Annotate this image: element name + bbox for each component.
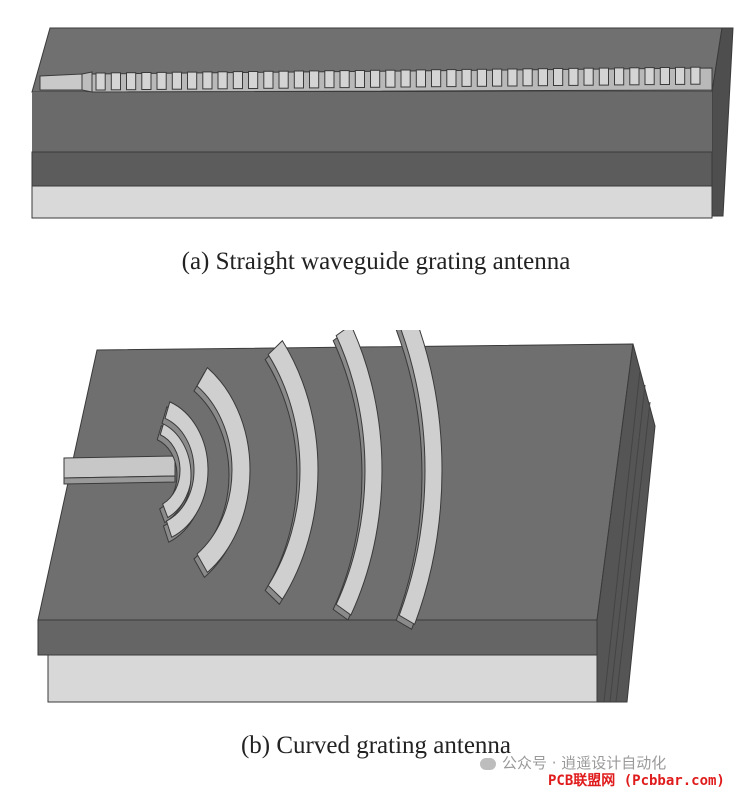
slab-right-face bbox=[711, 27, 734, 217]
grating-arc bbox=[164, 401, 209, 538]
grating-tooth bbox=[202, 71, 213, 90]
waveguide-feed-front bbox=[63, 475, 176, 485]
site-label: PCB联盟网 (Pcbbar.com) bbox=[548, 773, 725, 789]
grating-tooth bbox=[217, 71, 228, 90]
grating-tooth bbox=[187, 71, 198, 90]
watermark: 公众号 · 逍遥设计自动化 bbox=[480, 752, 666, 773]
grating-tooth bbox=[598, 67, 609, 86]
grating-tooth bbox=[690, 66, 701, 85]
grating-tooth bbox=[370, 69, 381, 88]
grating-tooth bbox=[110, 72, 122, 91]
grating-tooth bbox=[309, 70, 320, 89]
grating-tooth bbox=[324, 70, 335, 89]
substrate-layer bbox=[47, 654, 598, 703]
grating-tooth bbox=[476, 68, 487, 87]
grating-tooth bbox=[232, 71, 244, 90]
grating-arc bbox=[335, 330, 383, 616]
curved-grating-antenna-figure bbox=[37, 330, 656, 703]
grating-tooth bbox=[446, 69, 457, 88]
grating-tooth bbox=[644, 67, 655, 86]
grating-tooth bbox=[659, 67, 670, 85]
grating-tooth bbox=[293, 70, 304, 89]
grating-tooth bbox=[385, 69, 396, 88]
substrate-layer bbox=[31, 185, 713, 219]
grating-tooth bbox=[568, 67, 579, 86]
grating-arc bbox=[398, 330, 443, 625]
waveguide-feed bbox=[63, 455, 176, 479]
waveguide-taper bbox=[81, 71, 93, 93]
grating-tooth bbox=[400, 69, 411, 88]
grating-tooth bbox=[431, 69, 442, 88]
grating-tooth bbox=[614, 67, 625, 86]
grating-tooth bbox=[126, 72, 137, 91]
grating-arc bbox=[196, 366, 251, 574]
grating-tooth bbox=[629, 67, 640, 86]
grating-tooth bbox=[354, 70, 365, 88]
grating-tooth bbox=[278, 70, 289, 89]
watermark-text: 公众号 · 逍遥设计自动化 bbox=[502, 754, 667, 772]
grating-tooth bbox=[583, 67, 594, 86]
grating-tooth bbox=[248, 71, 259, 89]
grating-arc bbox=[267, 339, 319, 601]
grating-tooth bbox=[95, 72, 106, 91]
slab-front-face bbox=[32, 92, 712, 152]
grating-tooth bbox=[675, 66, 686, 85]
slab-front-face bbox=[37, 619, 598, 656]
grating-tooth bbox=[537, 68, 548, 87]
grating-tooth bbox=[415, 69, 426, 88]
grating-tooth bbox=[171, 71, 183, 90]
wechat-icon bbox=[480, 757, 496, 770]
grating-tooth bbox=[553, 68, 564, 86]
slab-right-face bbox=[596, 343, 656, 703]
grating-tooth bbox=[263, 70, 274, 89]
grating-tooth bbox=[339, 70, 350, 89]
grating-tooth bbox=[156, 71, 167, 90]
curved-grating-arcs bbox=[156, 330, 443, 630]
figure-b-caption: (b) Curved grating antenna bbox=[240, 732, 512, 759]
figure-a-caption: (a) Straight waveguide grating antenna bbox=[181, 248, 571, 275]
grating-tooth bbox=[461, 68, 472, 87]
grating-tooth bbox=[141, 72, 152, 90]
grating-tooth bbox=[492, 68, 503, 87]
straight-grating-antenna-figure bbox=[31, 27, 734, 219]
slab-front-lower bbox=[31, 151, 713, 187]
right-face-striations bbox=[603, 369, 651, 703]
grating-tooth bbox=[507, 68, 518, 87]
straight-grating-teeth bbox=[91, 66, 713, 93]
grating-tooth bbox=[522, 68, 533, 87]
waveguide-feed bbox=[39, 73, 83, 91]
